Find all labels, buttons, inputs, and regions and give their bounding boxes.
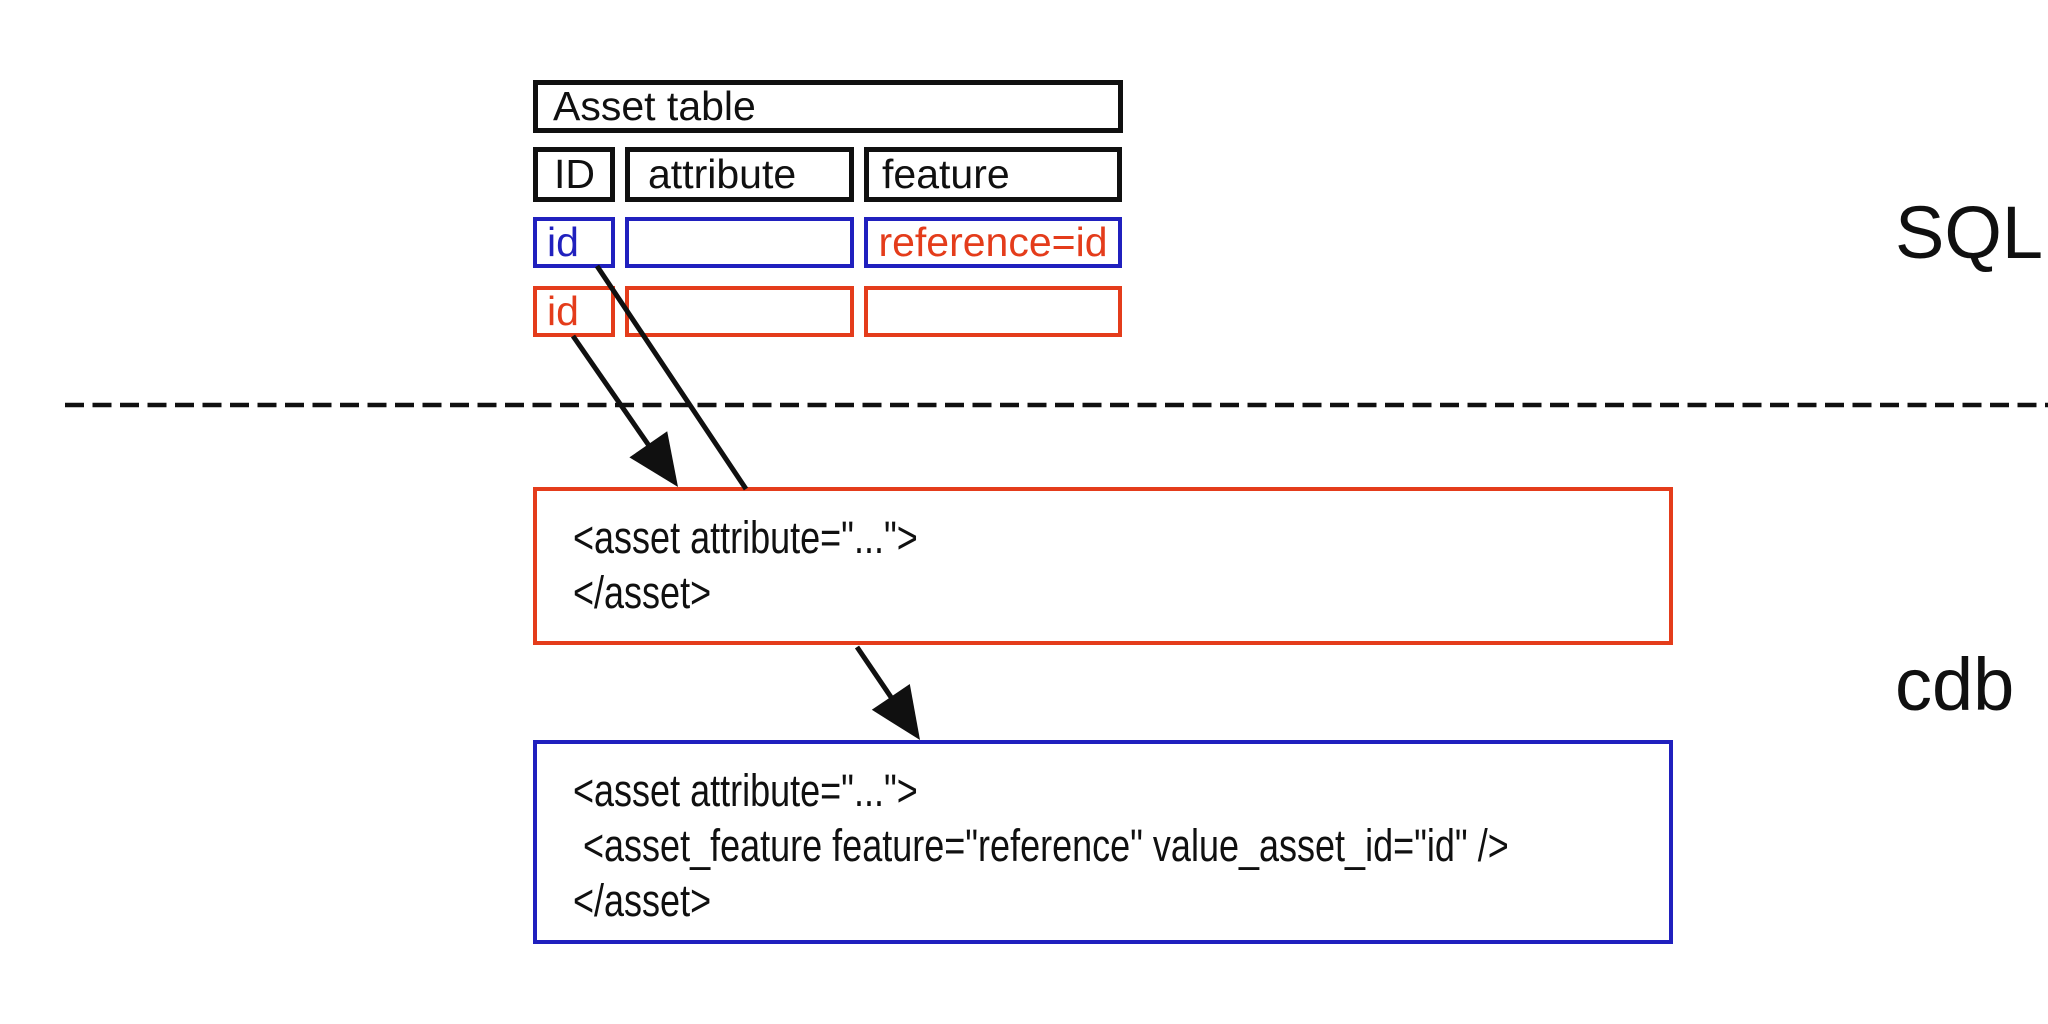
- red-row-feature-cell: [864, 286, 1122, 337]
- red-box-code-line-2: </asset>: [573, 567, 712, 618]
- column-header-id-label: ID: [554, 151, 595, 197]
- column-header-feature: feature: [864, 147, 1122, 202]
- sql-section-label: SQL: [1895, 191, 2044, 274]
- cdb-section-label: cdb: [1895, 643, 2015, 726]
- arrowhead-into-red-box: [629, 431, 678, 487]
- blue-row-id-cell: id: [533, 217, 615, 268]
- asset-table-title-box: Asset table: [533, 80, 1123, 133]
- red-asset-xml-box: <asset attribute="..."> </asset>: [533, 487, 1673, 645]
- column-header-attribute: attribute: [625, 147, 854, 202]
- blue-row-id-value: id: [547, 219, 579, 265]
- blue-asset-xml-box: <asset attribute="..."> <asset_feature f…: [533, 740, 1673, 944]
- blue-row-attribute-cell: [625, 217, 854, 268]
- blue-row-feature-value: reference=id: [878, 219, 1108, 265]
- blue-box-code-line-3: </asset>: [573, 875, 712, 926]
- red-row-attribute-cell: [625, 286, 854, 337]
- connector-red-box-to-blue-box-segment: [854, 645, 898, 705]
- blue-box-code-line-1: <asset attribute="...">: [573, 765, 918, 816]
- red-row-id-value: id: [547, 288, 579, 334]
- blue-row-feature-cell: reference=id: [864, 217, 1122, 268]
- arrowhead-into-blue-box: [871, 684, 920, 740]
- column-header-id: ID: [533, 147, 615, 202]
- blue-box-code-line-2: <asset_feature feature="reference" value…: [573, 820, 1509, 871]
- column-header-feature-label: feature: [882, 151, 1010, 197]
- red-row-id-cell: id: [533, 286, 615, 337]
- red-box-code-line-1: <asset attribute="...">: [573, 512, 918, 563]
- column-header-attribute-label: attribute: [648, 151, 797, 197]
- connector-red-id-to-red-box: [570, 334, 655, 452]
- asset-table-title: Asset table: [553, 83, 756, 129]
